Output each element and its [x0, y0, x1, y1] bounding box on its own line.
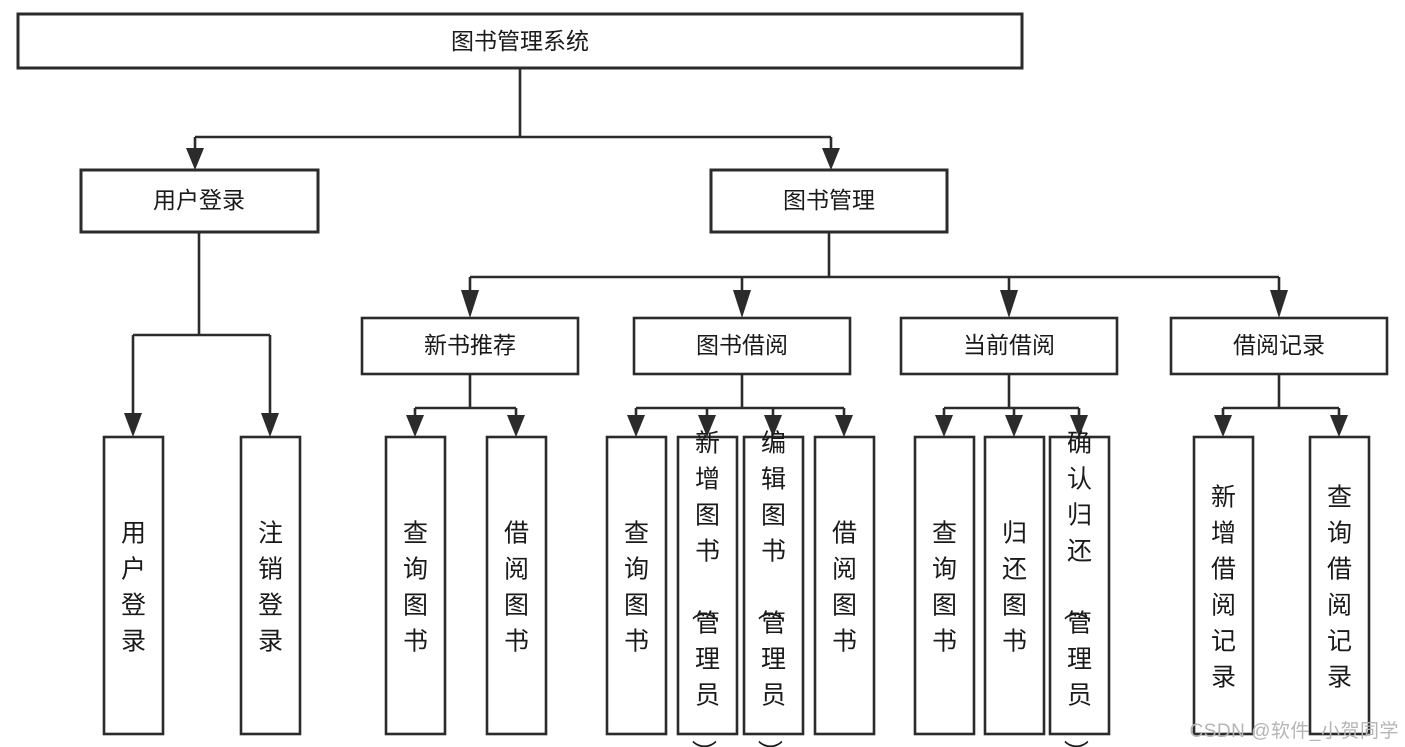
leaf-label: 查询借阅记录: [1327, 484, 1352, 692]
book-management-box[interactable]: [709, 168, 949, 234]
leaf-box[interactable]: [676, 435, 739, 736]
leaf-box[interactable]: [913, 435, 976, 736]
user-login-box[interactable]: [79, 168, 320, 234]
leaf-box[interactable]: [485, 435, 548, 736]
leaf-box[interactable]: [813, 435, 876, 736]
root-label: 图书管理系统: [451, 28, 589, 54]
node-borrow-record[interactable]: 借阅记录: [1169, 316, 1389, 376]
leaf-label: 借阅图书: [504, 520, 529, 656]
leaf-node[interactable]: 新增借阅记录: [1192, 435, 1255, 736]
leaf-label: 新增借阅记录: [1211, 484, 1236, 692]
leaf-node[interactable]: 确认归还（管理员）: [1048, 430, 1111, 747]
leaf-box[interactable]: [102, 435, 165, 736]
connector-book-borrow-to-leaves: [627, 374, 853, 437]
node-root[interactable]: 图书管理系统: [16, 12, 1024, 70]
book-borrow-box[interactable]: [632, 316, 852, 376]
leaf-node[interactable]: 借阅图书: [813, 435, 876, 736]
leaf-box[interactable]: [605, 435, 668, 736]
csdn-watermark: CSDN @软件_小贺同学: [1189, 721, 1399, 742]
connector-borrow-record-to-leaves: [1214, 374, 1348, 437]
node-book-borrow[interactable]: 图书借阅: [632, 316, 852, 376]
borrow-record-label: 借阅记录: [1233, 332, 1325, 358]
leaf-box[interactable]: [983, 435, 1046, 736]
leaf-node[interactable]: 归还图书: [983, 435, 1046, 736]
node-current-borrow[interactable]: 当前借阅: [899, 316, 1119, 376]
book-borrow-label: 图书借阅: [696, 332, 788, 358]
connector-user-login-to-leaves: [124, 232, 279, 437]
leaf-node[interactable]: 注销登录: [239, 435, 302, 736]
leaf-box[interactable]: [1308, 435, 1371, 736]
leaf-node-layer: 用户登录 注销登录 查询图书 借阅图书 查询图书 新增图书（管理员） 编辑图书（管理员） 借阅…: [102, 430, 1371, 747]
leaf-box[interactable]: [742, 435, 805, 736]
leaf-label: 新增图书（管理员）: [689, 430, 720, 747]
node-new-book-recommend[interactable]: 新书推荐: [360, 316, 580, 376]
new-book-recommend-box[interactable]: [360, 316, 580, 376]
leaf-node[interactable]: 查询图书: [605, 435, 668, 736]
leaf-label: 借阅图书: [832, 520, 857, 656]
node-user-login[interactable]: 用户登录: [79, 168, 320, 234]
leaf-node[interactable]: 查询图书: [913, 435, 976, 736]
leaf-box[interactable]: [1048, 435, 1111, 736]
borrow-record-box[interactable]: [1169, 316, 1389, 376]
root-box[interactable]: [16, 12, 1024, 70]
leaf-node[interactable]: 查询借阅记录: [1308, 435, 1371, 736]
leaf-node[interactable]: 新增图书（管理员）: [676, 430, 739, 747]
current-borrow-label: 当前借阅: [963, 332, 1055, 358]
leaf-label: 查询图书: [624, 520, 649, 656]
user-login-label: 用户登录: [153, 187, 245, 213]
leaf-label: 用户登录: [121, 520, 146, 656]
leaf-label: 查询图书: [403, 520, 428, 656]
connector-book-management-to-level3: [461, 232, 1288, 318]
leaf-node[interactable]: 编辑图书（管理员）: [742, 430, 805, 747]
leaf-box[interactable]: [1192, 435, 1255, 736]
book-management-label: 图书管理: [783, 187, 875, 213]
leaf-label: 编辑图书（管理员）: [755, 430, 786, 747]
connector-new-book-recommend-to-leaves: [406, 374, 525, 437]
leaf-label: 归还图书: [1002, 520, 1027, 656]
connector-root-to-level2: [186, 68, 840, 170]
leaf-node[interactable]: 查询图书: [384, 435, 447, 736]
connector-current-borrow-to-leaves: [935, 374, 1088, 437]
leaf-box[interactable]: [239, 435, 302, 736]
leaf-label: 查询图书: [932, 520, 957, 656]
leaf-label: 确认归还（管理员）: [1061, 430, 1092, 747]
leaf-label: 注销登录: [258, 520, 283, 656]
new-book-recommend-label: 新书推荐: [424, 332, 516, 358]
current-borrow-box[interactable]: [899, 316, 1119, 376]
leaf-node[interactable]: 用户登录: [102, 435, 165, 736]
leaf-box[interactable]: [384, 435, 447, 736]
leaf-node[interactable]: 借阅图书: [485, 435, 548, 736]
node-book-management[interactable]: 图书管理: [709, 168, 949, 234]
